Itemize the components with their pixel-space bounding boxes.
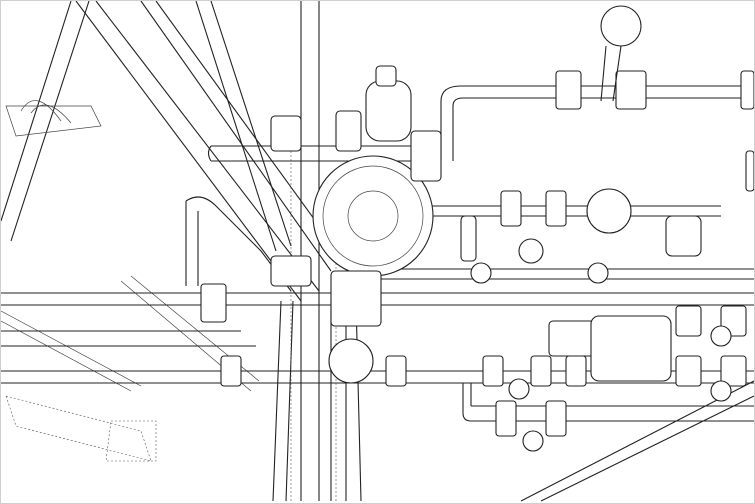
- main-valve: [270, 65, 442, 327]
- plates: [5, 100, 157, 462]
- flanges: [200, 70, 754, 437]
- gauges: [328, 5, 754, 452]
